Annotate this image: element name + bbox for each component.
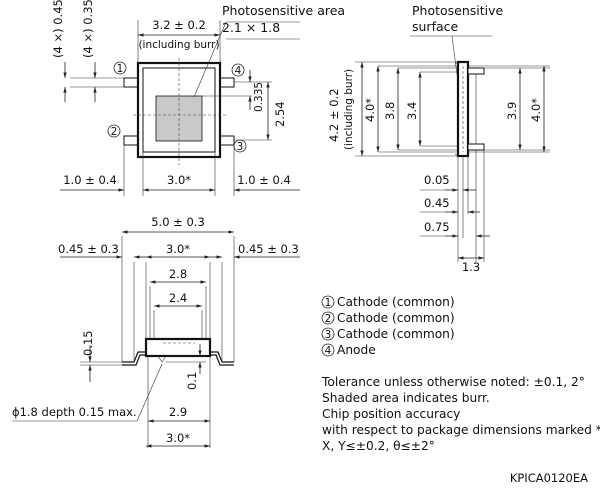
dim-width-top-sub: (including burr) xyxy=(138,39,219,51)
pin-legend: 1 Cathode (common) 2 Cathode (common) 3 … xyxy=(321,295,455,357)
note-line-3: Chip position accuracy xyxy=(322,407,460,421)
dim-front-01: 0.1 xyxy=(185,372,199,390)
photosensitive-area-size: 2.1 × 1.8 xyxy=(222,20,280,35)
dim-side-39: 3.9 xyxy=(505,102,519,120)
note-line-2: Shaded area indicates burr. xyxy=(322,391,490,405)
dim-front-30b: 3.0* xyxy=(166,431,190,445)
dim-front-045-right: 0.45 ± 0.3 xyxy=(238,242,299,256)
dim-front-28: 2.8 xyxy=(169,267,187,281)
dim-bottom-left: 1.0 ± 0.4 xyxy=(63,173,117,187)
dim-side-42-sub: (including burr) xyxy=(343,69,355,150)
pin-label-1: 1 xyxy=(117,63,124,75)
dim-bottom-right: 1.0 ± 0.4 xyxy=(237,173,291,187)
note-line-4: with respect to package dimensions marke… xyxy=(322,423,600,437)
dim-254: 2.54 xyxy=(273,101,287,127)
lead-pin-3 xyxy=(219,135,235,146)
dim-side-005: 0.05 xyxy=(424,173,450,187)
legend-num-4: 4 xyxy=(325,345,332,357)
legend-num-1: 1 xyxy=(325,297,332,309)
dim-side-075: 0.75 xyxy=(424,220,450,234)
dim-bottom-mid: 3.0* xyxy=(167,173,191,187)
dim-0335: 0.335 xyxy=(253,82,265,112)
dim-width-top: 3.2 ± 0.2 xyxy=(152,18,206,32)
notes: Tolerance unless otherwise noted: ±0.1, … xyxy=(321,375,600,453)
dim-front-045-left: 0.45 ± 0.3 xyxy=(58,242,119,256)
side-view: Photosensitive surface 4.2 ± 0.2 (includ… xyxy=(327,3,550,274)
dim-front-29: 2.9 xyxy=(169,405,187,419)
dim-lead-width-035: (4 ×) 0.35 xyxy=(81,0,95,58)
dim-side-13: 1.3 xyxy=(462,260,480,274)
dim-side-045: 0.45 xyxy=(424,196,450,210)
pin-label-4: 4 xyxy=(235,65,242,77)
lead-pin-1 xyxy=(123,77,139,88)
drawing-code: KPICA0120EA xyxy=(510,471,588,485)
dim-front-015: 0.15 xyxy=(81,330,95,356)
dim-side-42: 4.2 ± 0.2 xyxy=(327,88,341,142)
dim-side-40b: 4.0* xyxy=(529,98,543,122)
legend-text-3: Cathode (common) xyxy=(337,327,455,341)
side-title-1: Photosensitive xyxy=(412,3,504,18)
dim-front-50: 5.0 ± 0.3 xyxy=(151,215,205,229)
lead-pin-4 xyxy=(219,77,235,88)
photosensitive-area-title: Photosensitive area xyxy=(222,3,345,18)
front-view: 5.0 ± 0.3 0.45 ± 0.3 3.0* 0.45 ± 0.3 2.8… xyxy=(12,215,300,448)
dim-side-40a: 4.0* xyxy=(363,98,377,122)
legend-text-4: Anode xyxy=(337,343,376,357)
dim-front-30: 3.0* xyxy=(166,242,190,256)
dim-lead-width-045: (4 ×) 0.45 xyxy=(51,0,65,58)
legend-num-2: 2 xyxy=(325,313,332,325)
side-title-2: surface xyxy=(412,19,459,34)
dim-side-34: 3.4 xyxy=(405,102,419,120)
depth-note: ϕ1.8 depth 0.15 max. xyxy=(12,405,137,419)
note-line-1: Tolerance unless otherwise noted: ±0.1, … xyxy=(321,375,585,389)
pin-label-3: 3 xyxy=(237,141,244,153)
lead-pin-2 xyxy=(123,135,139,146)
legend-text-1: Cathode (common) xyxy=(337,295,455,309)
dim-front-24: 2.4 xyxy=(169,291,187,305)
legend-text-2: Cathode (common) xyxy=(337,311,455,325)
pin-label-2: 2 xyxy=(111,126,118,138)
legend-num-3: 3 xyxy=(325,329,332,341)
top-view: Photosensitive area 2.1 × 1.8 3.2 ± 0.2 … xyxy=(51,0,345,196)
dim-side-38: 3.8 xyxy=(383,102,397,120)
note-line-5: X, Y≤±0.2, θ≤±2° xyxy=(322,439,435,453)
